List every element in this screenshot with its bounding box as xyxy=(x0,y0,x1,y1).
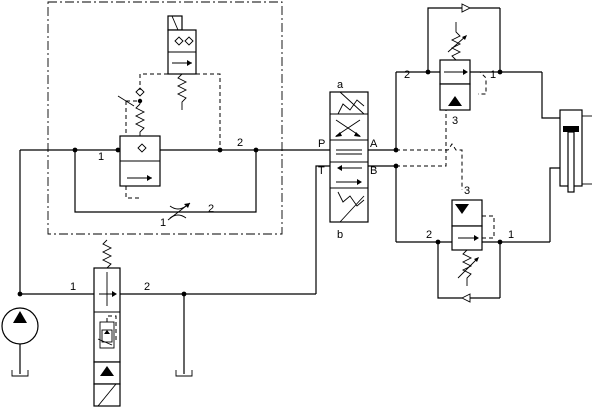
spring-icon xyxy=(337,99,365,115)
upper-port-3-label: 3 xyxy=(452,115,458,127)
spring-icon xyxy=(461,249,473,286)
spring-icon xyxy=(176,73,188,110)
upper-counterbalance-valve xyxy=(439,22,487,111)
spring-icon xyxy=(337,191,365,207)
control-block-enclosure xyxy=(47,1,283,235)
tank-symbol xyxy=(175,370,193,377)
cylinder-cap-line xyxy=(541,72,560,119)
control-port-2-label: 2 xyxy=(237,137,243,149)
pilot-check-icon xyxy=(135,87,145,97)
unload-port-2-label: 2 xyxy=(144,281,150,293)
check-symbol-icon xyxy=(184,36,194,46)
pilot-line xyxy=(139,73,168,90)
control-port-1-label: 1 xyxy=(98,151,104,163)
upper-port-1-label: 1 xyxy=(490,69,496,81)
unloading-valve xyxy=(93,239,121,407)
lower-port-1-label: 1 xyxy=(508,229,514,241)
cylinder-rod xyxy=(567,131,575,193)
directional-valve xyxy=(329,91,369,223)
port-a-label: A xyxy=(370,138,378,150)
lower-port-3-label: 3 xyxy=(464,185,470,197)
pilot-line xyxy=(196,73,221,150)
spring-icon xyxy=(134,103,146,136)
pilot-triangle-icon xyxy=(448,96,462,106)
upper-port-2-label: 2 xyxy=(404,69,410,81)
pilot-triangle-icon xyxy=(100,366,114,376)
check-valve-icon xyxy=(461,3,472,13)
check-valve-icon xyxy=(460,293,471,303)
lower-counterbalance-valve xyxy=(451,199,495,286)
unload-port-1-label: 1 xyxy=(70,281,76,293)
cylinder-piston xyxy=(563,126,579,132)
lower-port-2-label: 2 xyxy=(426,229,432,241)
spring-icon xyxy=(101,239,113,269)
port-b-label: B xyxy=(370,165,377,177)
orifice-port-1-label: 1 xyxy=(160,217,166,229)
orifice-port-2-label: 2 xyxy=(208,203,214,215)
pump-arrow-icon xyxy=(13,311,27,323)
pilot-line xyxy=(396,110,447,167)
logic-valve xyxy=(119,101,161,199)
pilot-solenoid-valve xyxy=(167,15,197,110)
pilot-line xyxy=(396,143,463,190)
pilot-triangle-icon xyxy=(455,204,469,214)
cylinder-rod-line xyxy=(549,167,560,242)
tank-symbol xyxy=(11,370,29,377)
spring-icon xyxy=(450,22,462,61)
solenoid-b-label: b xyxy=(337,229,343,241)
solenoid-a-label: a xyxy=(337,79,344,91)
hydraulic-cylinder xyxy=(559,109,592,193)
check-symbol-icon xyxy=(174,36,184,46)
bypass-line xyxy=(74,150,257,213)
port-p-label: P xyxy=(318,138,325,150)
port-t-label: T xyxy=(318,165,325,177)
tank-return-line xyxy=(315,165,330,294)
check-symbol-icon xyxy=(137,143,147,153)
